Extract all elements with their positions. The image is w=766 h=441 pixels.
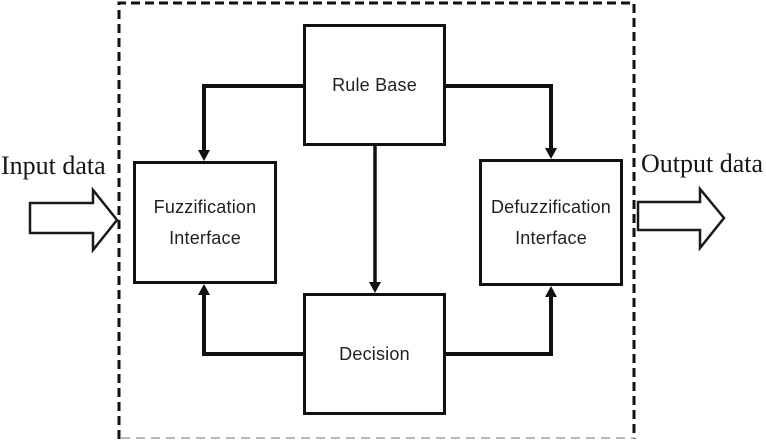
arrow-rulebase-to-fuzzification bbox=[198, 84, 303, 161]
output-block-arrow-icon bbox=[636, 185, 726, 252]
rule-base-box: Rule Base bbox=[303, 24, 446, 146]
input-block-arrow-icon bbox=[28, 186, 119, 254]
arrow-rulebase-to-defuzzification bbox=[446, 84, 557, 159]
defuzzification-label-line1: Defuzzification bbox=[490, 196, 612, 217]
rule-base-label: Rule Base bbox=[332, 74, 417, 95]
decision-box: Decision bbox=[303, 293, 446, 415]
arrow-decision-to-fuzzification bbox=[198, 284, 303, 356]
output-data-label: Output data bbox=[641, 149, 764, 178]
arrow-rulebase-to-decision bbox=[369, 146, 381, 293]
defuzzification-interface-box: Defuzzification Interface bbox=[479, 159, 623, 286]
decision-label: Decision bbox=[339, 343, 410, 364]
defuzzification-label-line2: Interface bbox=[515, 227, 587, 248]
fuzzification-interface-box: Fuzzification Interface bbox=[133, 161, 277, 284]
system-boundary bbox=[117, 1, 636, 439]
fuzzification-label-line2: Interface bbox=[169, 227, 241, 248]
arrow-decision-to-defuzzification bbox=[446, 286, 557, 356]
fuzzification-label-line1: Fuzzification bbox=[153, 196, 257, 217]
input-data-label: Input data bbox=[1, 151, 106, 180]
